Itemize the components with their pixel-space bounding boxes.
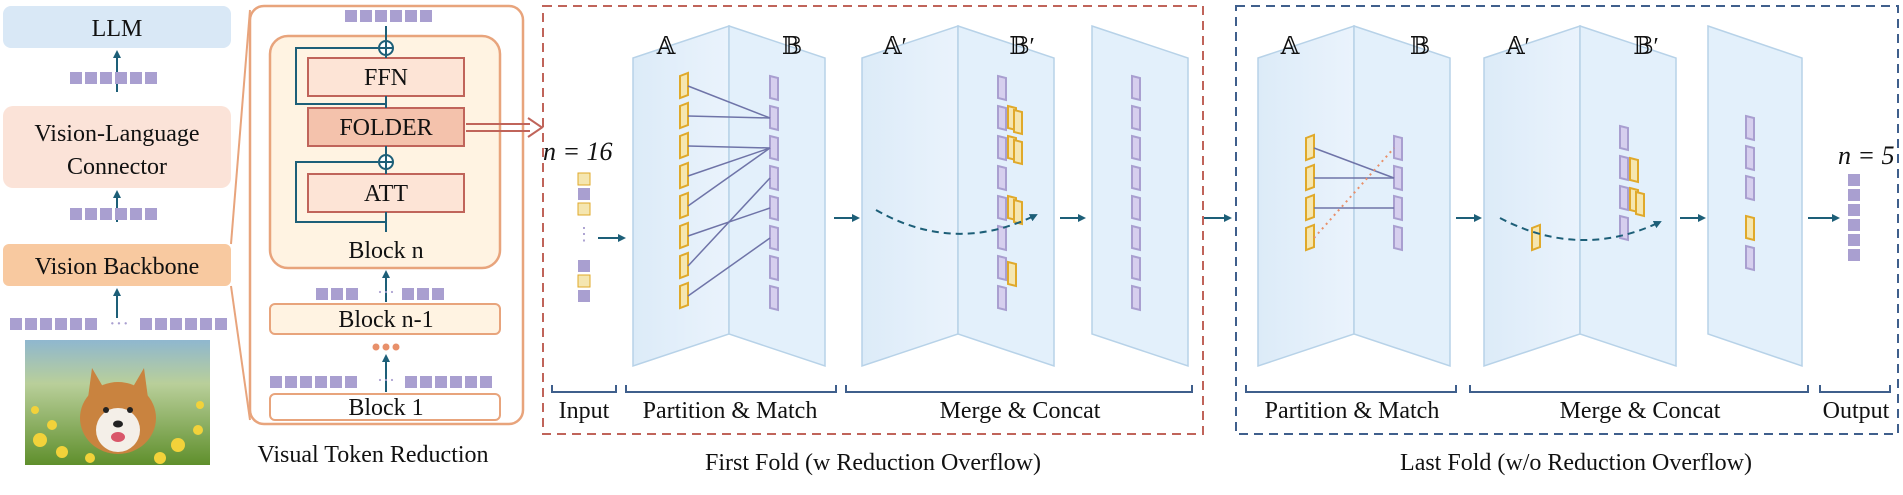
merged-b-tokens bbox=[1619, 124, 1629, 242]
brace-label-input: Input bbox=[559, 398, 610, 424]
output-tokens bbox=[1848, 174, 1860, 261]
token-ellipsis: ··· bbox=[109, 313, 129, 335]
residual-connections bbox=[295, 26, 387, 232]
token-ellipsis: ··· bbox=[377, 370, 395, 390]
folder-expand-arrow bbox=[466, 117, 544, 138]
curved-dashed-arrow-icon bbox=[875, 209, 1038, 235]
llm-label: LLM bbox=[92, 16, 143, 42]
stack-ellipsis bbox=[372, 343, 400, 351]
merged-a-tokens bbox=[1007, 104, 1023, 288]
token-row-panel-top bbox=[345, 10, 432, 22]
concat-panel bbox=[1091, 24, 1189, 368]
set-a-label: 𝔸 bbox=[656, 34, 676, 60]
att-box bbox=[307, 173, 465, 213]
n-input-label: n = 16 bbox=[543, 137, 613, 166]
brace-label-partition: Partition & Match bbox=[643, 398, 818, 424]
overflow-token bbox=[1531, 223, 1541, 252]
att-label: ATT bbox=[364, 181, 408, 207]
last-fold-panel: 𝔸 𝔹 𝔸′ bbox=[1235, 5, 1899, 476]
input-tokens: ⋮ bbox=[575, 172, 593, 302]
block-n-label: Block n bbox=[348, 238, 423, 264]
plus-circle-icon bbox=[378, 154, 394, 170]
block-1-label: Block 1 bbox=[348, 395, 423, 421]
merge-panel: 𝔸′ 𝔹′ bbox=[1483, 24, 1677, 368]
left-column: LLM Vision-Language Connector Vision Bac… bbox=[3, 6, 231, 465]
set-b-prime-label: 𝔹′ bbox=[1009, 34, 1035, 60]
match-edges bbox=[687, 85, 771, 297]
token-row-panel-bottom bbox=[270, 376, 492, 388]
token-row-middle bbox=[70, 208, 157, 220]
set-a-prime-label: 𝔸′ bbox=[882, 34, 907, 60]
set-b-label: 𝔹 bbox=[782, 34, 802, 60]
first-fold-braces bbox=[551, 385, 1193, 393]
first-fold-caption: First Fold (w Reduction Overflow) bbox=[705, 450, 1041, 476]
plus-circle-icon bbox=[378, 40, 394, 56]
visual-token-reduction-panel: FFN FOLDER ATT Block n bbox=[248, 4, 525, 468]
vision-backbone-label: Vision Backbone bbox=[35, 254, 200, 280]
concat-panel bbox=[1707, 24, 1803, 368]
zoom-lines bbox=[230, 9, 251, 421]
block-1-box bbox=[269, 393, 501, 421]
brace-label-output: Output bbox=[1823, 398, 1890, 424]
first-fold-frame bbox=[542, 5, 1204, 435]
overflow-dotted-edge bbox=[1313, 147, 1395, 239]
set-a-tokens bbox=[1305, 133, 1315, 252]
set-a-label: 𝔸 bbox=[1280, 34, 1300, 60]
token-row-top bbox=[70, 72, 157, 84]
connector-label-line2: Connector bbox=[67, 154, 167, 180]
first-fold-panel: n = 16 ⋮ 𝔸 𝔹 bbox=[542, 5, 1204, 476]
last-fold-frame bbox=[1235, 5, 1899, 435]
corgi-photo bbox=[25, 340, 210, 465]
block-n-minus-1-box bbox=[269, 303, 501, 335]
match-edges bbox=[1313, 147, 1395, 209]
block-n-minus-1-label: Block n-1 bbox=[338, 307, 433, 333]
connector-label-line1: Vision-Language bbox=[34, 121, 199, 147]
merged-b-tokens bbox=[997, 74, 1007, 312]
brace-label-merge: Merge & Concat bbox=[940, 398, 1101, 424]
set-a-prime-label: 𝔸′ bbox=[1505, 34, 1530, 60]
partition-match-panel: 𝔸 𝔹 bbox=[1257, 24, 1451, 368]
token-row-panel-mid bbox=[316, 288, 444, 300]
vision-backbone-box bbox=[3, 244, 231, 286]
ffn-box bbox=[307, 57, 465, 97]
n-output-label: n = 5 bbox=[1838, 141, 1895, 170]
merge-panel: 𝔸′ 𝔹′ bbox=[861, 24, 1055, 368]
brace-label-partition: Partition & Match bbox=[1265, 398, 1440, 424]
ffn-label: FFN bbox=[364, 65, 408, 91]
token-ellipsis: ··· bbox=[377, 282, 395, 302]
connector-box bbox=[3, 106, 231, 188]
merged-a-tokens bbox=[1629, 156, 1645, 218]
curved-dashed-arrow-icon bbox=[1499, 217, 1662, 241]
set-b-prime-label: 𝔹′ bbox=[1633, 34, 1659, 60]
partition-match-panel: 𝔸 𝔹 bbox=[632, 24, 826, 368]
set-a-tokens bbox=[679, 71, 689, 310]
llm-box bbox=[3, 6, 231, 48]
set-b-tokens bbox=[1393, 134, 1403, 252]
last-fold-caption: Last Fold (w/o Reduction Overflow) bbox=[1400, 450, 1752, 476]
token-ellipsis: ⋮ bbox=[575, 224, 593, 244]
folder-label: FOLDER bbox=[339, 115, 432, 141]
set-b-tokens bbox=[769, 74, 779, 312]
reduction-panel-caption: Visual Token Reduction bbox=[257, 442, 488, 468]
set-b-label: 𝔹 bbox=[1410, 34, 1430, 60]
last-fold-braces bbox=[1245, 385, 1891, 393]
brace-label-merge: Merge & Concat bbox=[1560, 398, 1721, 424]
token-row-bottom bbox=[10, 318, 227, 330]
